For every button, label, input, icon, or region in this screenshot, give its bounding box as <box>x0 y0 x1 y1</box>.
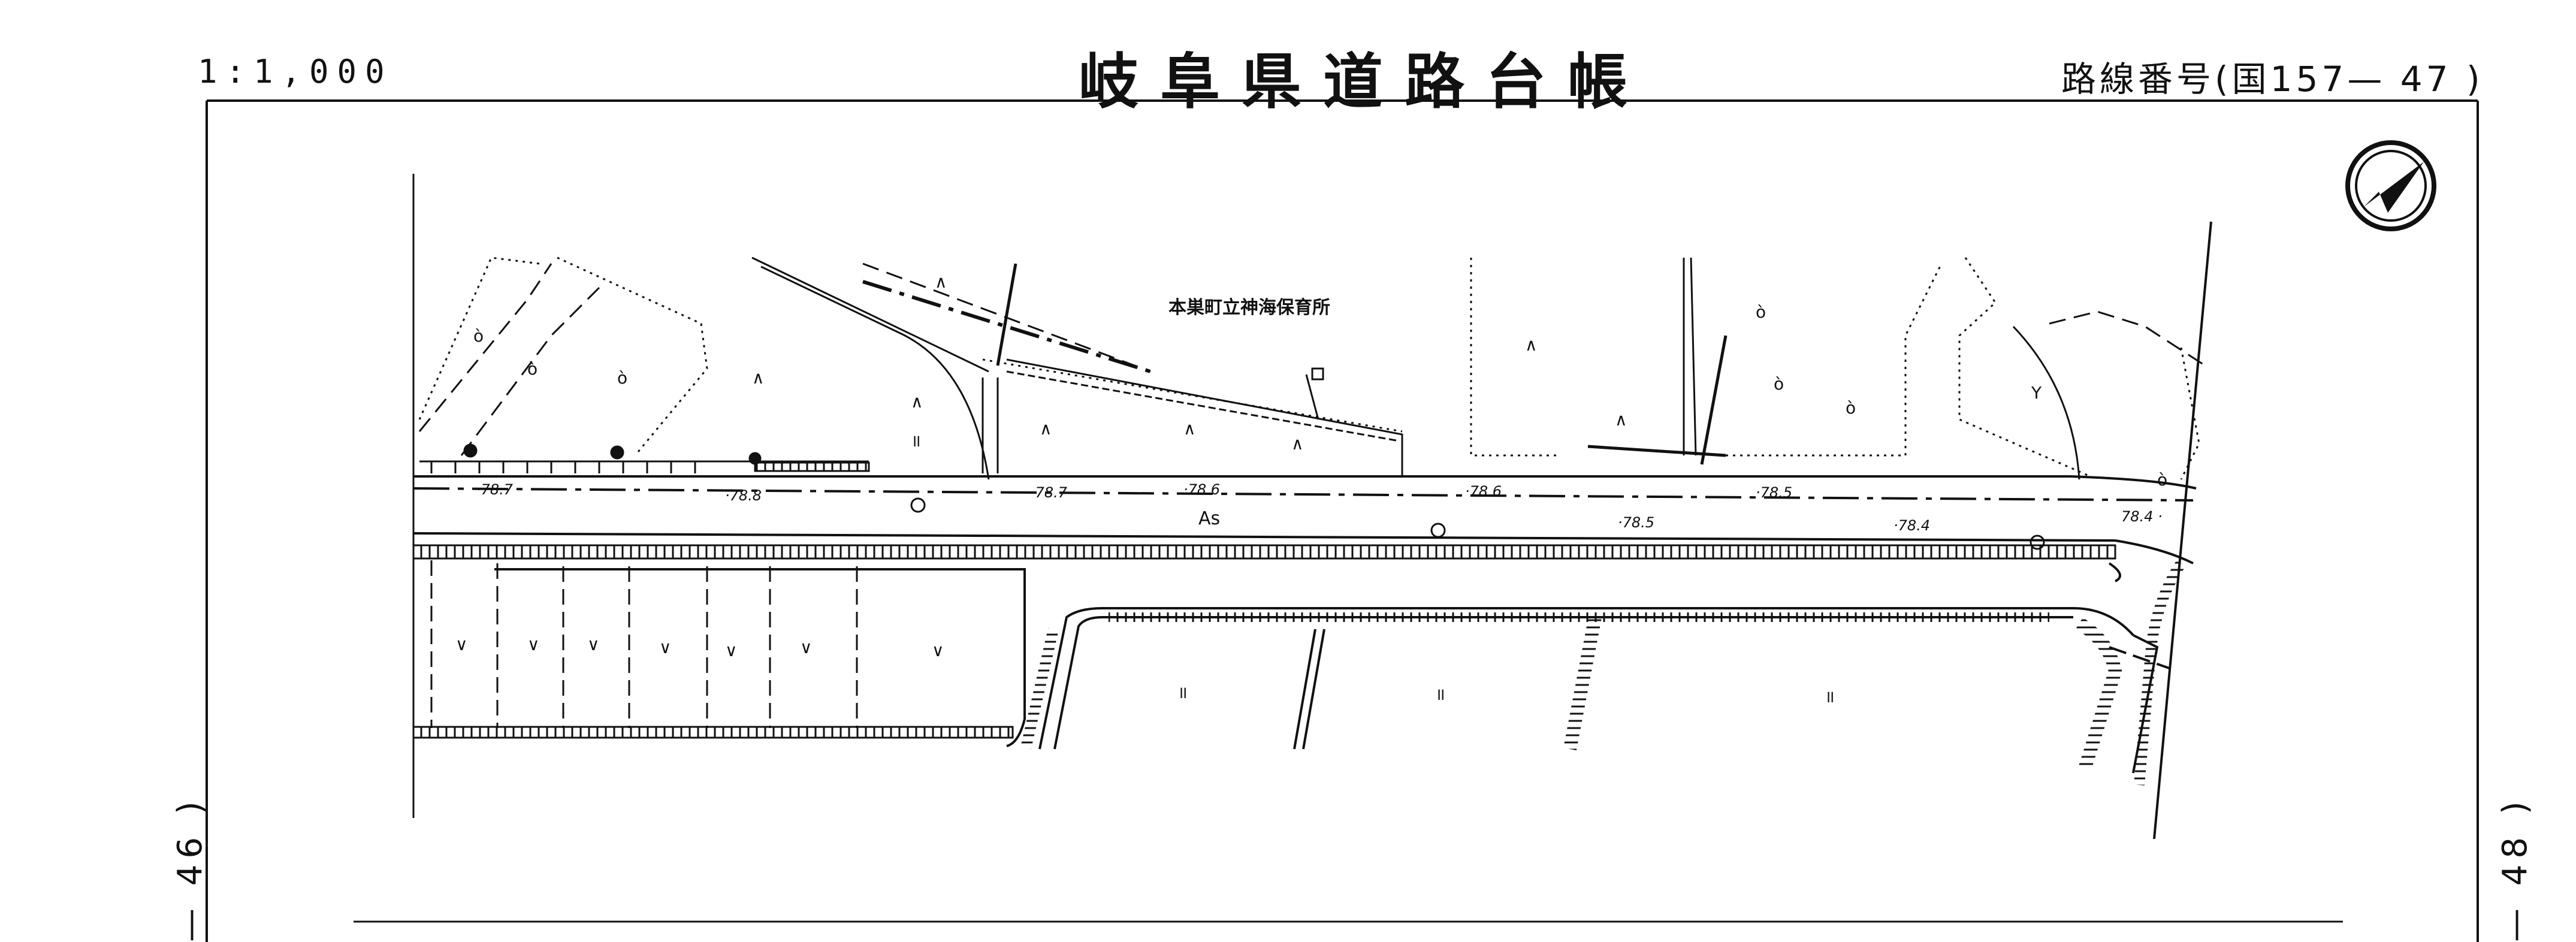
svg-text:ò: ò <box>1774 374 1784 394</box>
elevation-label: 78.4 · <box>2121 508 2163 525</box>
svg-text:∧: ∧ <box>1040 419 1052 439</box>
svg-text:ò: ò <box>617 368 627 388</box>
road <box>413 475 2197 564</box>
svg-text:∧: ∧ <box>1615 410 1627 430</box>
svg-text:∧: ∧ <box>1183 419 1196 439</box>
svg-text:∨: ∨ <box>932 641 944 660</box>
elevation-label: ·78.4 <box>1894 517 1930 534</box>
elevation-label: ·78.7 <box>1031 484 1068 501</box>
paddy-block <box>1020 607 2159 774</box>
elevation-labels: ·78.7 ·78.8 ·78.7 ·78.6 ·78.6 ·78.5 ·78.… <box>476 481 2163 534</box>
facility-label: 本巣町立神海保育所 <box>1168 297 1330 318</box>
north-arrow-icon <box>2345 140 2436 231</box>
paddy-symbol: ॥ <box>911 431 921 451</box>
svg-text:∧: ∧ <box>911 392 923 412</box>
svg-text:॥: ॥ <box>1825 687 1835 707</box>
elevation-label: ·78.6 <box>1183 481 1220 498</box>
pavement-label: As <box>1198 508 1220 529</box>
dry-field-symbol: ∨ <box>455 635 468 654</box>
elevation-label: ·78.6 <box>1465 483 1502 500</box>
svg-text:॥: ॥ <box>1177 683 1188 702</box>
svg-text:∧: ∧ <box>1291 434 1304 454</box>
svg-text:∨: ∨ <box>587 635 600 654</box>
page-title: 岐阜県道路台帳 <box>1079 47 1649 117</box>
field-symbol: ∧ <box>935 272 947 292</box>
landuse-symbols: ò ò ò ò ò ò ò ∧ ∧ ∧ ∧ ∧ ∧ ∧ ∧ ॥ ॥ ॥ ॥ ∨ … <box>455 272 2167 707</box>
map-scale: 1:1,000 <box>198 53 393 90</box>
orchard-symbol: ò <box>473 326 484 346</box>
parcels-south <box>430 560 858 728</box>
mulberry-symbol: Y <box>2031 383 2042 403</box>
elevation-label: ·78.8 <box>725 487 762 504</box>
sidewalk-strip <box>412 544 2121 739</box>
svg-text:∨: ∨ <box>800 638 813 657</box>
north-parcels <box>418 256 2200 481</box>
svg-text:ò: ò <box>527 359 537 379</box>
svg-text:∨: ∨ <box>659 638 672 657</box>
svg-text:॥: ॥ <box>1435 684 1445 704</box>
elevation-label: ·78.5 <box>1756 484 1792 501</box>
svg-text:∨: ∨ <box>725 641 738 660</box>
elevation-label: ·78.7 <box>476 481 514 498</box>
svg-text:∧: ∧ <box>1525 335 1538 355</box>
route-number: 路線番号(国157— 47 ) <box>2061 59 2484 99</box>
street-trees <box>419 443 2045 550</box>
svg-text:ò: ò <box>1756 302 1766 322</box>
sheet-frame <box>206 99 2479 942</box>
svg-text:∨: ∨ <box>527 635 540 654</box>
svg-text:ò: ò <box>1846 398 1856 418</box>
svg-text:ò: ò <box>2157 470 2167 490</box>
elevation-label: ·78.5 <box>1618 514 1654 531</box>
svg-text:∧: ∧ <box>752 368 765 388</box>
